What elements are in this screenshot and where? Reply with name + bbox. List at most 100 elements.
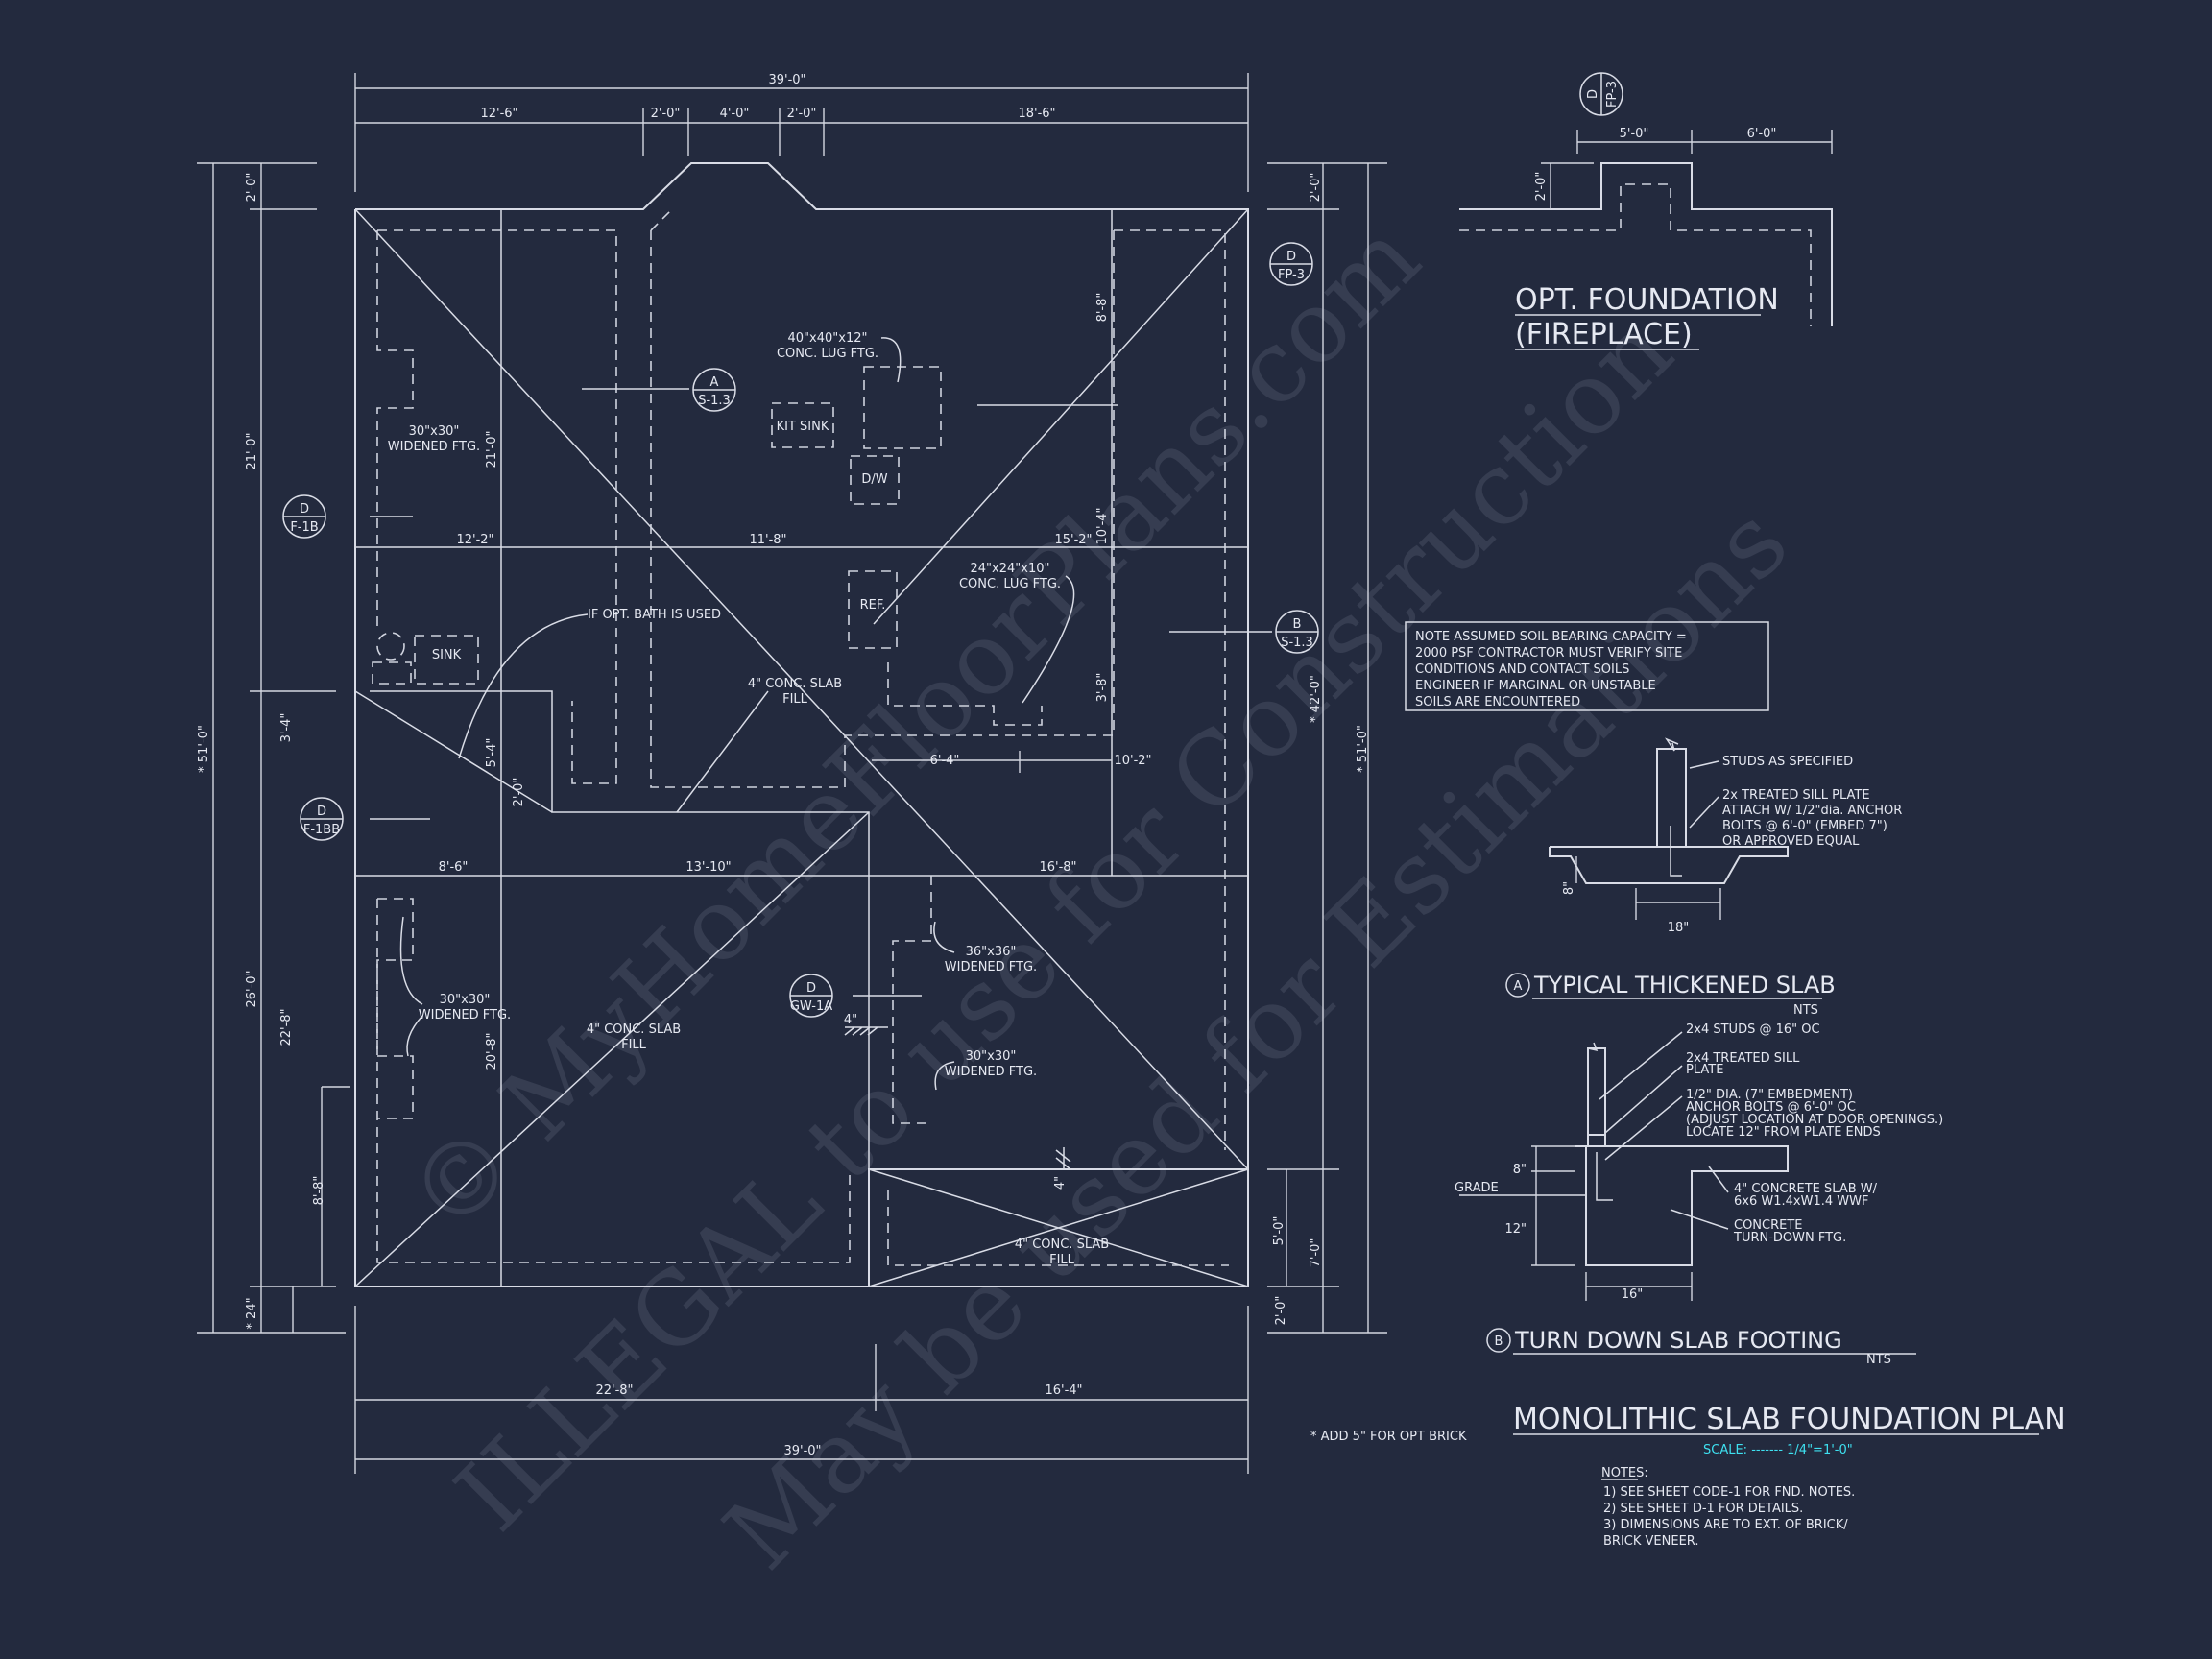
- title-block: MONOLITHIC SLAB FOUNDATION PLAN SCALE: -…: [1310, 1403, 2066, 1549]
- dim-four-inch: 4": [844, 1013, 857, 1027]
- detail-b-note-4: 1/2" DIA. (7" EMBEDMENT): [1686, 1088, 1853, 1102]
- dim-row2-b: 10'-2": [1114, 754, 1151, 768]
- callout-ref: FP-3: [1278, 268, 1305, 282]
- dim-top-seg-1: 12'-6": [480, 107, 517, 121]
- top-dimensions: 39'-0" 12'-6" 2'-0" 4'-0" 2'-0" 18'-6": [354, 73, 1249, 192]
- callout-ref: S-1.3: [1281, 636, 1313, 650]
- detail-a-note-1: STUDS AS SPECIFIED: [1722, 755, 1853, 769]
- dw-label: D/W: [861, 472, 887, 487]
- lug-ftg-2-size: 24"x24"x10": [971, 562, 1050, 576]
- brick-note: * ADD 5" FOR OPT BRICK: [1310, 1430, 1467, 1444]
- dim-right-seg-2: * 42'-0": [1309, 675, 1323, 723]
- detail-b-title: TURN DOWN SLAB FOOTING: [1514, 1327, 1842, 1354]
- callout-ref: S-1.3: [698, 394, 731, 408]
- slab-1-fill: FILL: [782, 692, 808, 707]
- callout-d-f1bb: D F-1BB: [300, 797, 344, 841]
- fireplace-detail: 5'-0" 6'-0" 2'-0" OPT. FOUNDATION (FIREP…: [1459, 127, 1833, 351]
- callout-d-f1b: D F-1B: [282, 494, 326, 539]
- callout-letter: B: [1293, 617, 1302, 632]
- widened-4-name: WIDENED FTG.: [945, 1065, 1037, 1079]
- callout-letter: D: [1286, 250, 1296, 264]
- fp-title-line-1: OPT. FOUNDATION: [1515, 283, 1779, 317]
- dim-right-inner-4: 5'-0": [1272, 1216, 1286, 1246]
- detail-b-note-9: 6x6 W1.4xW1.4 WWF: [1734, 1194, 1868, 1209]
- watermark-line-2: ILLEGAL to use for Construction: [433, 292, 1695, 1553]
- footing-dashes: [372, 210, 1229, 1266]
- widened-2-size: 30"x30": [440, 993, 491, 1007]
- dim-left-inner-6: 8'-8": [312, 1176, 326, 1206]
- bottom-dimensions: 22'-8" 16'-4" 39'-0": [354, 1306, 1249, 1474]
- lug-ftg-1-name: CONC. LUG FTG.: [777, 347, 878, 361]
- soil-note-line-1: NOTE ASSUMED SOIL BEARING CAPACITY =: [1415, 630, 1687, 644]
- callout-letter: A: [710, 375, 719, 390]
- dim-right-seg-3: 7'-0": [1309, 1238, 1323, 1268]
- dim-left-inner-1: 21'-0": [485, 430, 499, 468]
- callout-letter: D: [300, 502, 309, 517]
- note-3: 3) DIMENSIONS ARE TO EXT. OF BRICK/: [1603, 1518, 1848, 1532]
- fp-dim-1: 5'-0": [1620, 127, 1649, 141]
- notes-heading: NOTES:: [1601, 1466, 1648, 1480]
- widened-3-name: WIDENED FTG.: [945, 960, 1037, 974]
- detail-a-dim-width: 18": [1668, 921, 1690, 935]
- widened-1-name: WIDENED FTG.: [388, 440, 480, 454]
- fp-title-line-2: (FIREPLACE): [1515, 318, 1693, 351]
- dim-bottom-seg-1: 22'-8": [595, 1383, 633, 1398]
- detail-a-title: TYPICAL THICKENED SLAB: [1533, 972, 1836, 998]
- detail-b-dim-1: 8": [1513, 1163, 1527, 1177]
- dim-left-seg-5: * 24": [245, 1297, 259, 1329]
- dim-row1-c: 15'-2": [1054, 533, 1092, 547]
- right-dimensions: * 51'-0" 2'-0" * 42'-0" 7'-0" 2'-0" 8'-8…: [1095, 162, 1387, 1334]
- dim-right-seg-1: 2'-0": [1309, 173, 1323, 203]
- widened-1-size: 30"x30": [409, 424, 460, 439]
- dim-row3-b: 13'-10": [685, 860, 731, 875]
- dim-right-inner-3: 3'-8": [1095, 673, 1110, 703]
- sheet-title: MONOLITHIC SLAB FOUNDATION PLAN: [1513, 1403, 2066, 1436]
- detail-b-dim-3: 16": [1622, 1287, 1644, 1302]
- detail-b-dim-2: 12": [1504, 1222, 1527, 1237]
- soil-note-line-2: 2000 PSF CONTRACTOR MUST VERIFY SITE: [1415, 646, 1682, 661]
- dim-top-seg-2: 2'-0": [651, 107, 681, 121]
- callout-d-gw1a: D GW-1A: [789, 974, 833, 1018]
- dim-four-inch-b: 4": [1053, 1176, 1068, 1190]
- detail-a-nts: NTS: [1793, 1003, 1818, 1018]
- dim-left-seg-4: 26'-0": [245, 970, 259, 1007]
- detail-b-note-8: 4" CONCRETE SLAB W/: [1734, 1182, 1878, 1196]
- dim-left-seg-3: 3'-4": [279, 713, 294, 743]
- callout-ref: F-1B: [290, 520, 318, 535]
- detail-a-dim-depth: 8": [1562, 881, 1576, 895]
- detail-a: 18" 8" STUDS AS SPECIFIED 2x TREATED SIL…: [1505, 737, 1902, 1018]
- dim-left-inner-4: 22'-8": [279, 1008, 294, 1046]
- dim-left-inner-3: 2'-0": [512, 778, 526, 807]
- detail-b-note-11: TURN-DOWN FTG.: [1733, 1231, 1846, 1245]
- plan-labels: 40"x40"x12" CONC. LUG FTG. 24"x24"x10" C…: [370, 331, 1272, 1267]
- detail-b-note-6: (ADJUST LOCATION AT DOOR OPENINGS.): [1686, 1113, 1943, 1127]
- detail-b-note-3: PLATE: [1686, 1063, 1723, 1077]
- callout-ref: FP-3: [1605, 81, 1620, 108]
- dim-bottom-seg-2: 16'-4": [1045, 1383, 1082, 1398]
- dim-row3-a: 8'-6": [439, 860, 469, 875]
- note-4: BRICK VENEER.: [1603, 1534, 1698, 1549]
- callout-b-s13: B S-1.3: [1275, 610, 1319, 654]
- detail-b-note-2: 2x4 TREATED SILL: [1686, 1051, 1800, 1066]
- callout-d-fp3-plan: D FP-3: [1269, 242, 1313, 286]
- detail-b-note-1: 2x4 STUDS @ 16" OC: [1686, 1022, 1820, 1037]
- detail-a-note-4: BOLTS @ 6'-0" (EMBED 7"): [1722, 819, 1887, 833]
- detail-a-note-3: ATTACH W/ 1/2"dia. ANCHOR: [1722, 804, 1902, 818]
- callout-ref: F-1BB: [303, 823, 340, 837]
- dim-row2-a: 6'-4": [930, 754, 960, 768]
- dim-top-seg-5: 18'-6": [1018, 107, 1055, 121]
- sink-label: SINK: [432, 648, 462, 662]
- dim-left-seg-1: 2'-0": [245, 173, 259, 203]
- slab-2-label: 4" CONC. SLAB: [587, 1022, 681, 1037]
- lug-ftg-2-name: CONC. LUG FTG.: [959, 577, 1061, 591]
- callout-letter: D: [1586, 89, 1600, 99]
- dim-left-inner-5: 20'-8": [485, 1032, 499, 1070]
- note-2: 2) SEE SHEET D-1 FOR DETAILS.: [1603, 1502, 1803, 1516]
- dim-row1-b: 11'-8": [749, 533, 786, 547]
- dim-right-outer: * 51'-0": [1356, 725, 1370, 773]
- interior-dimensions: 12'-2" 11'-8" 15'-2" 6'-4" 10'-2" 8'-6" …: [439, 533, 1152, 1190]
- detail-b: GRADE 8" 12" 16" 2x4 STUDS @ 16" OC 2x4 …: [1455, 1022, 1943, 1367]
- kit-sink-label: KIT SINK: [777, 420, 830, 434]
- soil-note-line-3: CONDITIONS AND CONTACT SOILS: [1415, 662, 1629, 677]
